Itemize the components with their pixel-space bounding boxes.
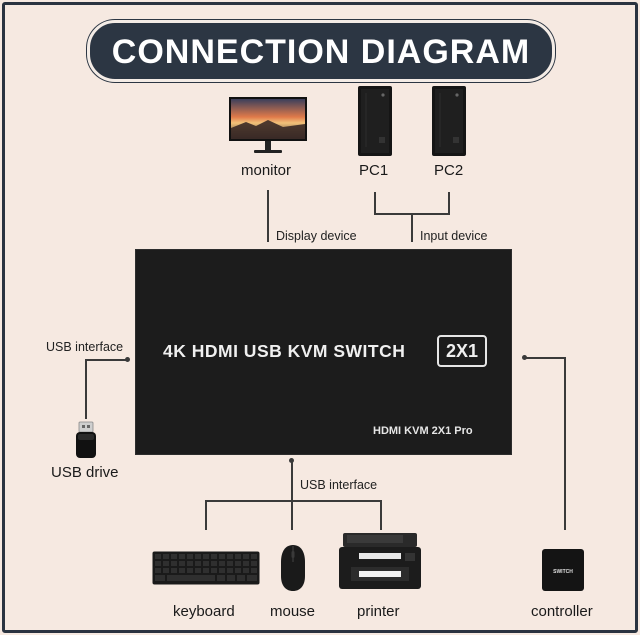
usb-drive-label: USB drive [51,464,119,481]
printer-label: printer [357,603,400,620]
controller-button-text: SWITCH [553,569,573,575]
pc2-connector-line [448,192,450,214]
pc1-connector-line [374,192,376,214]
controller-horizontal-line [524,357,566,359]
usb-left-endpoint [125,357,130,362]
input-connector-line [411,213,413,242]
pc2-tower-icon [432,86,466,156]
controller-label: controller [531,603,593,620]
display-device-label: Display device [276,229,357,243]
monitor-icon [229,97,307,153]
mouse-icon [281,545,305,591]
controller-icon: SWITCH [542,549,584,591]
usb-left-horizontal-line [85,359,128,361]
switch-name: 4K HDMI USB KVM SWITCH [163,341,406,361]
printer-icon [339,533,421,589]
usb-left-vertical-line [85,359,87,419]
keyboard-icon [152,551,260,585]
usb-bottom-bridge-line [205,500,382,502]
pc2-label: PC2 [434,162,464,179]
monitor-label: monitor [241,162,292,179]
pc1-label: PC1 [359,162,389,179]
switch-badge: 2X1 [437,335,487,367]
printer-connector-line [380,500,382,530]
keyboard-label: keyboard [173,603,235,620]
usb-drive-icon [76,421,96,458]
usb-interface-left-label: USB interface [46,340,124,354]
controller-vertical-line [564,357,566,530]
keyboard-connector-line [205,500,207,530]
title-banner: CONNECTION DIAGRAM [87,20,555,82]
usb-interface-bottom-label: USB interface [300,478,378,492]
input-device-label: Input device [420,229,488,243]
pc1-tower-icon [358,86,392,156]
page-title: CONNECTION DIAGRAM [111,33,531,71]
mouse-label: mouse [270,603,316,620]
switch-model: HDMI KVM 2X1 Pro [373,425,473,437]
usb-bottom-trunk-line [291,460,293,530]
display-connector-line [267,190,269,242]
kvm-switch: 4K HDMI USB KVM SWITCH 2X1 HDMI KVM 2X1 … [135,249,512,455]
